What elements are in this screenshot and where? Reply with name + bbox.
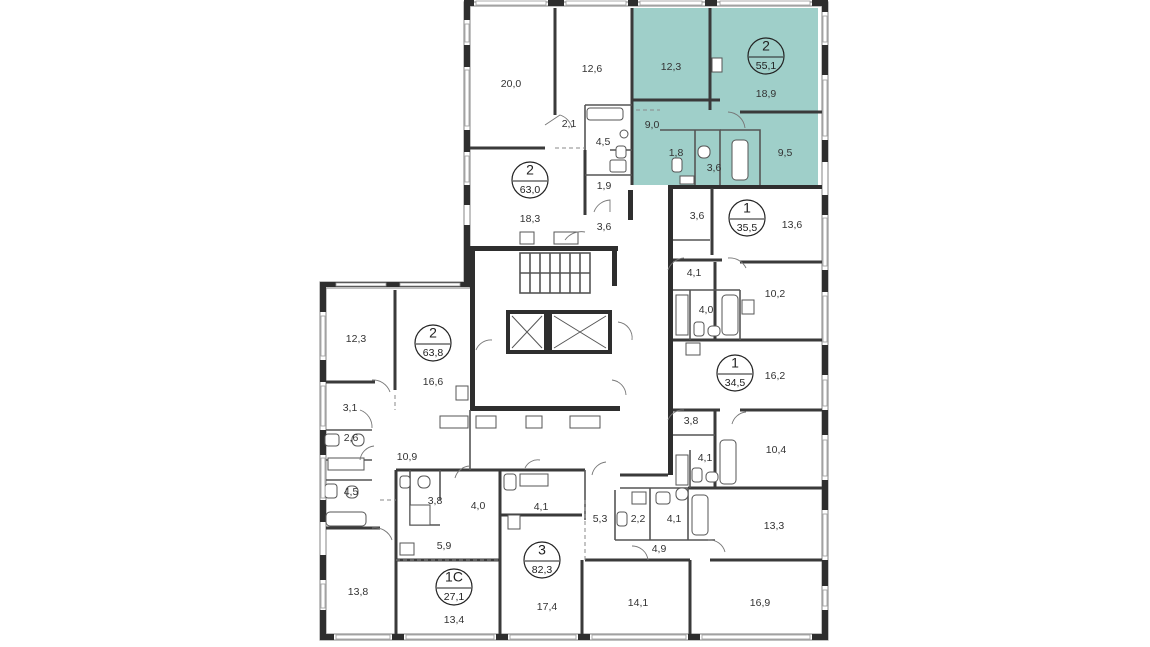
room-area: 2,1 — [562, 118, 577, 130]
apartment-marker[interactable]: 3 82,3 — [523, 541, 561, 579]
room-area: 3,6 — [690, 210, 705, 222]
bathroom-fixtures — [324, 57, 755, 556]
room-area: 14,1 — [628, 597, 649, 609]
room-area: 5,9 — [437, 540, 452, 552]
apartment-marker[interactable]: 2 63,0 — [511, 161, 549, 199]
apartment-area: 63,0 — [520, 184, 541, 196]
room-area: 12,3 — [661, 61, 682, 73]
highlighted-apartment-fill — [632, 8, 818, 185]
apartment-area: 82,3 — [532, 564, 553, 576]
room-area: 9,0 — [645, 119, 660, 131]
apartment-rooms: 1 — [731, 355, 739, 371]
dashed-openings — [380, 109, 660, 561]
apartment-area: 27,1 — [444, 591, 465, 603]
apartment-rooms: 1С — [445, 569, 463, 585]
room-area: 10,4 — [766, 444, 787, 456]
room-area: 4,0 — [699, 304, 714, 316]
apartment-area: 55,1 — [756, 60, 777, 72]
room-area: 2,6 — [344, 432, 359, 444]
room-area: 16,6 — [423, 376, 444, 388]
room-area: 3,6 — [597, 221, 612, 233]
apartment-rooms: 2 — [429, 325, 437, 341]
room-area: 1,8 — [669, 147, 684, 159]
room-area: 13,6 — [782, 219, 803, 231]
room-area: 20,0 — [501, 78, 522, 90]
room-area: 16,2 — [765, 370, 786, 382]
doors[interactable] — [359, 111, 747, 561]
room-area: 9,5 — [778, 147, 793, 159]
room-area: 12,6 — [582, 63, 603, 75]
apartment-marker[interactable]: 2 55,1 — [747, 37, 785, 75]
room-area: 10,9 — [397, 451, 418, 463]
room-area: 5,3 — [593, 513, 608, 525]
room-area: 4,0 — [471, 500, 486, 512]
main-walls[interactable] — [320, 0, 828, 640]
room-area-labels: 12,3 18,9 9,0 1,8 3,6 9,5 20,0 12,6 2,1 … — [343, 61, 803, 626]
room-area: 12,3 — [346, 333, 367, 345]
room-area: 4,1 — [687, 267, 702, 279]
room-area: 1,9 — [597, 180, 612, 192]
room-area: 18,9 — [756, 88, 777, 100]
apartment-rooms: 1 — [743, 200, 751, 216]
apartment-marker[interactable]: 1 35,5 — [728, 199, 766, 237]
room-area: 3,1 — [343, 402, 358, 414]
apartment-marker[interactable]: 2 63,8 — [414, 324, 452, 362]
room-area: 17,4 — [537, 601, 558, 613]
apartment-marker[interactable]: 1 34,5 — [716, 354, 754, 392]
apartment-area: 35,5 — [737, 222, 758, 234]
room-area: 4,1 — [534, 501, 549, 513]
room-area: 16,9 — [750, 597, 771, 609]
room-area: 13,3 — [764, 520, 785, 532]
apartment-rooms: 3 — [538, 542, 546, 558]
room-area: 10,2 — [765, 288, 786, 300]
room-area: 3,8 — [684, 415, 699, 427]
room-area: 13,8 — [348, 586, 369, 598]
room-area: 4,5 — [596, 136, 611, 148]
room-area: 3,6 — [707, 162, 722, 174]
room-area: 13,4 — [444, 614, 465, 626]
apartment-rooms: 2 — [762, 38, 770, 54]
room-area: 3,8 — [428, 495, 443, 507]
room-area: 4,9 — [652, 543, 667, 555]
room-area: 4,1 — [667, 513, 682, 525]
apartment-area: 63,8 — [423, 347, 444, 359]
apartment-area: 34,5 — [725, 377, 746, 389]
windows — [320, 0, 828, 640]
room-area: 18,3 — [520, 213, 541, 225]
room-area: 4,5 — [344, 486, 359, 498]
apartment-rooms: 2 — [526, 162, 534, 178]
room-area: 2,2 — [631, 513, 646, 525]
apartment-marker[interactable]: 1С 27,1 — [435, 568, 473, 606]
room-area: 4,1 — [698, 452, 713, 464]
